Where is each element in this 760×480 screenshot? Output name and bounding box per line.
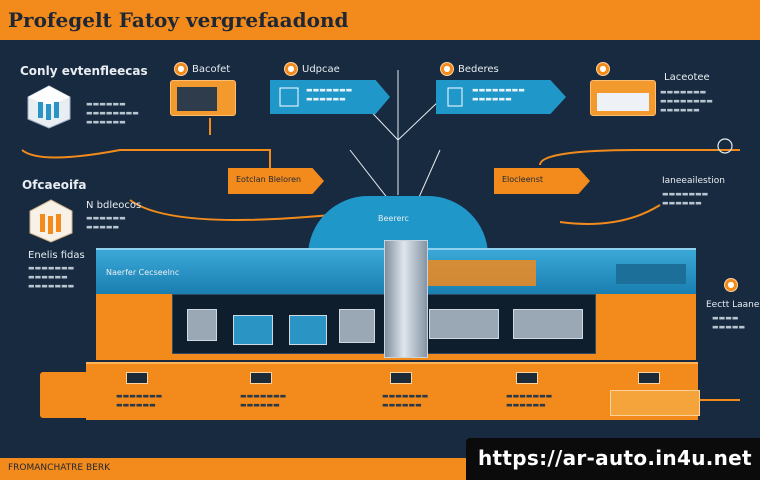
tag-icon bbox=[638, 372, 660, 384]
badge-icon: ● bbox=[596, 62, 610, 76]
left-item-sub: ▬▬▬▬▬▬▬▬▬▬▬ bbox=[86, 214, 126, 231]
cube-icon bbox=[27, 85, 71, 129]
bottom-sub: ▬▬▬▬▬▬▬▬▬▬▬▬▬ bbox=[240, 392, 287, 409]
bottom-sub: ▬▬▬▬▬▬▬▬▬▬▬▬▬ bbox=[506, 392, 553, 409]
top-card-label-4: Laceotee bbox=[664, 72, 710, 83]
page-title: Profegelt Fatoy vergrefaadond bbox=[8, 8, 349, 32]
machine bbox=[339, 309, 375, 343]
bottom-sub: ▬▬▬▬▬▬▬▬▬▬▬▬▬ bbox=[382, 392, 429, 409]
right-pipes bbox=[610, 390, 700, 416]
left-item-label: N bdleocos bbox=[86, 200, 142, 211]
right-low-sub: ▬▬▬▬▬▬▬▬▬ bbox=[712, 314, 746, 331]
footer-text: FROMANCHATRE BERK bbox=[8, 463, 110, 473]
middle-arrow-label-2: Elocleenst bbox=[502, 175, 544, 184]
top-card-4-sub: ▬▬▬▬▬▬▬▬▬▬▬▬▬▬▬▬▬▬▬▬▬ bbox=[660, 88, 713, 114]
machine bbox=[187, 309, 217, 341]
top-card-label-3: Bederes bbox=[458, 64, 499, 75]
middle-arrow-1: Eotclan Bleloren bbox=[228, 168, 324, 194]
badge-icon: ● bbox=[724, 278, 738, 292]
machine bbox=[513, 309, 583, 339]
top-card-4 bbox=[590, 80, 656, 116]
right-mid-title: Ianeeailestion bbox=[662, 176, 725, 186]
right-low-title: Eectt Laanellen bbox=[706, 300, 760, 310]
bottom-band: ▬▬▬▬▬▬▬▬▬▬▬▬▬ ▬▬▬▬▬▬▬▬▬▬▬▬▬ ▬▬▬▬▬▬▬▬▬▬▬▬… bbox=[86, 362, 698, 420]
bottom-sub: ▬▬▬▬▬▬▬▬▬▬▬▬▬ bbox=[116, 392, 163, 409]
middle-arrow-2: Elocleenst bbox=[494, 168, 590, 194]
badge-icon: ● bbox=[284, 62, 298, 76]
silo-tower bbox=[384, 240, 428, 358]
cloud-label: Beererc bbox=[378, 214, 409, 223]
tag-icon bbox=[516, 372, 538, 384]
left-item-label-2: Enelis fidas bbox=[28, 250, 85, 261]
left-top-sub: ▬▬▬▬▬▬▬▬▬▬▬▬▬▬▬▬▬▬▬▬ bbox=[86, 100, 139, 126]
tooth-icon bbox=[279, 87, 299, 107]
top-card-label-2: Udpcae bbox=[302, 64, 340, 75]
header-band: Profegelt Fatoy vergrefaadond bbox=[0, 0, 760, 40]
left-top-title: Conly evtenfleecas bbox=[20, 64, 148, 78]
machine bbox=[429, 309, 499, 339]
top-card-3: ▬▬▬▬▬▬▬▬▬▬▬▬▬▬ bbox=[436, 80, 566, 114]
left-mid-title: Ofcaeoifa bbox=[22, 178, 87, 192]
top-card-label-1: Bacofet bbox=[192, 64, 231, 75]
cube-icon bbox=[29, 199, 73, 243]
watermark-url: https://ar-auto.in4u.net bbox=[466, 438, 760, 480]
badge-icon: ● bbox=[174, 62, 188, 76]
middle-arrow-label-1: Eotclan Bleloren bbox=[236, 175, 302, 184]
top-card-1 bbox=[170, 80, 236, 116]
badge-icon: ● bbox=[440, 62, 454, 76]
panel-icon bbox=[447, 87, 463, 107]
factory-roof-label: Naerfer Cecseelnc bbox=[106, 268, 180, 277]
tag-icon bbox=[390, 372, 412, 384]
left-item-sub-2: ▬▬▬▬▬▬▬▬▬▬▬▬▬▬▬▬▬▬▬▬ bbox=[28, 264, 75, 290]
machine bbox=[289, 315, 327, 345]
tag-icon bbox=[250, 372, 272, 384]
bottom-left-box bbox=[40, 372, 90, 418]
top-card-2: ▬▬▬▬▬▬▬▬▬▬▬▬▬ bbox=[270, 80, 390, 114]
right-mid-sub: ▬▬▬▬▬▬▬▬▬▬▬▬▬ bbox=[662, 190, 709, 207]
tag-icon bbox=[126, 372, 148, 384]
machine bbox=[233, 315, 273, 345]
